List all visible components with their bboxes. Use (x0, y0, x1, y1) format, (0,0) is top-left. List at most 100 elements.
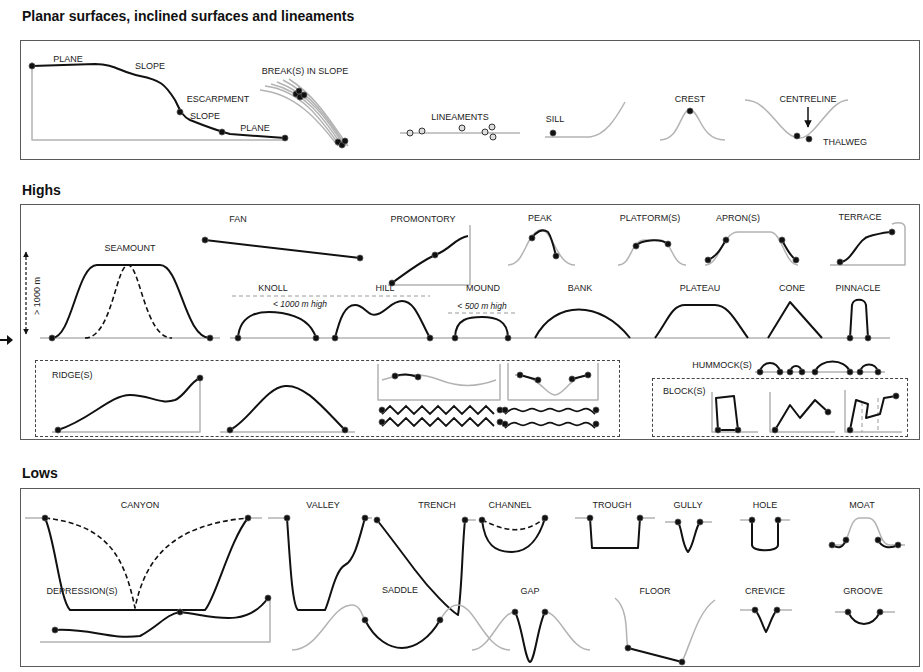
point-marker (757, 369, 763, 375)
profile-line (85, 265, 172, 338)
profile-line (55, 598, 268, 637)
profile-line (615, 598, 628, 648)
profile-line (265, 86, 340, 146)
point-marker (42, 515, 48, 521)
point-marker (379, 419, 385, 425)
point-marker (847, 369, 853, 375)
profile-line (515, 612, 545, 662)
feature-label: CENTRELINE (779, 94, 836, 104)
point-marker (593, 421, 599, 427)
profile-line (52, 378, 200, 432)
feature-label: PLANE (53, 54, 83, 64)
profile-line (25, 252, 26, 334)
feature-label: SLOPE (190, 111, 220, 121)
feature-label: CHANNEL (488, 500, 531, 510)
profile-line (232, 296, 430, 297)
profile-line (712, 392, 758, 432)
group-box: RIDGE(S) (35, 360, 620, 437)
profile-line (260, 90, 338, 146)
profile-line (678, 522, 700, 552)
profile-line (682, 600, 715, 662)
profile-line (395, 374, 418, 377)
feature-label: MOAT (849, 500, 874, 510)
point-marker (437, 617, 443, 623)
point-marker (313, 335, 319, 341)
point-marker (462, 517, 468, 523)
point-marker (517, 372, 523, 378)
feature-label: CREVICE (745, 586, 785, 596)
point-marker (889, 229, 895, 235)
point-marker (875, 369, 881, 375)
feature-label: PROMONTORY (390, 214, 455, 224)
panel-frame (20, 204, 920, 440)
lineament-marker (459, 125, 465, 131)
profile-line (755, 371, 885, 373)
point-marker (542, 609, 548, 615)
profile-line (472, 612, 515, 650)
profile-line (455, 317, 508, 338)
point-marker (235, 335, 241, 341)
point-marker (806, 136, 812, 142)
point-marker (357, 255, 363, 261)
point-marker (542, 515, 548, 521)
profile-line (378, 364, 500, 400)
feature-label: MOUND (466, 283, 500, 293)
profile-line (830, 518, 905, 545)
profile-line (400, 132, 520, 134)
profile-line (660, 110, 725, 140)
point-marker (535, 377, 541, 383)
point-marker (877, 609, 883, 615)
ridge-line (382, 418, 494, 426)
lineament-marker (490, 134, 496, 140)
profile-line (440, 605, 510, 650)
feature-label: GROOVE (843, 586, 883, 596)
profile-line (45, 518, 248, 610)
feature-label: SADDLE (382, 585, 418, 595)
point-marker (893, 393, 899, 399)
profile-line (508, 230, 575, 265)
feature-label: SILL (546, 114, 565, 124)
point-marker (895, 542, 901, 548)
profile-line (515, 375, 590, 395)
profile-line (815, 362, 850, 373)
profile-line (807, 107, 809, 127)
profile-line (628, 648, 682, 662)
point-marker (202, 237, 208, 243)
point-marker (587, 515, 593, 521)
panel: HighsRIDGE(S) BLOCK(S) (20, 182, 920, 440)
lineament-marker (419, 128, 425, 134)
point-marker (332, 335, 338, 341)
point-marker (585, 372, 591, 378)
point-marker (415, 374, 421, 380)
point-marker (705, 257, 711, 263)
point-marker (665, 241, 671, 247)
lineament-marker (482, 129, 488, 135)
point-marker (752, 607, 758, 613)
point-marker (794, 133, 800, 139)
point-marker (787, 369, 793, 375)
profile-line (448, 313, 515, 314)
point-marker (779, 237, 785, 243)
point-marker (427, 335, 433, 341)
feature-label: SLOPE (135, 61, 165, 71)
group-box: BLOCK(S) (652, 378, 908, 437)
feature-label: DEPRESSION(S) (46, 586, 117, 596)
feature-label: THALWEG (823, 137, 867, 147)
point-marker (374, 517, 380, 523)
panel-heading: Highs (20, 182, 920, 199)
profile-line (618, 240, 686, 265)
point-marker (529, 235, 535, 241)
profile-line (220, 431, 355, 433)
dimension-note: < 1000 m high (273, 299, 327, 309)
point-marker (749, 517, 755, 523)
feature-label: HILL (375, 283, 394, 293)
point-marker (362, 617, 368, 623)
feature-label: HUMMOCK(S) (692, 360, 752, 370)
point-marker (49, 335, 55, 341)
point-marker (177, 609, 183, 615)
point-marker (452, 335, 458, 341)
feature-label: PLATEAU (680, 283, 720, 293)
profile-line (289, 79, 348, 146)
profile-line (655, 305, 748, 338)
profile-line (388, 225, 470, 285)
